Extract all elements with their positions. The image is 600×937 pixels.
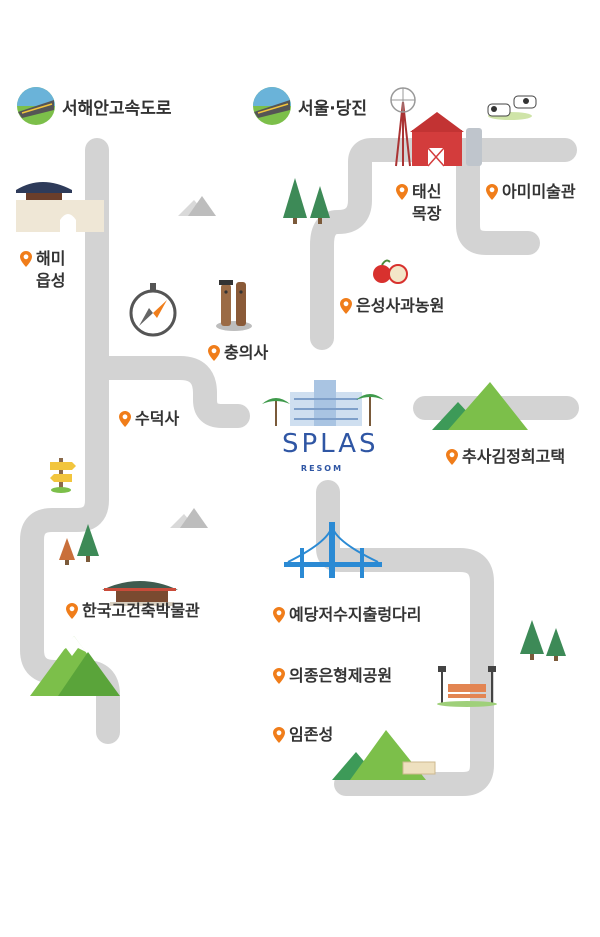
road-east-top <box>310 138 577 350</box>
bench-icon <box>437 666 497 707</box>
pin-icon <box>273 727 285 743</box>
place-label: 수덕사 <box>135 409 180 428</box>
cow-icon <box>487 95 537 120</box>
place-chusa[interactable]: 추사김정희고택 <box>446 446 565 468</box>
resort-subname: RESOM <box>300 464 344 473</box>
resort-logo[interactable]: SPLAS RESOM <box>282 429 379 473</box>
compass-icon <box>129 283 177 337</box>
place-label: 의종은형제공원 <box>289 666 393 685</box>
mountain-icon <box>30 636 120 696</box>
pin-icon <box>273 607 285 623</box>
place-amimi[interactable]: 아미미술관 <box>486 181 576 203</box>
place-label: 한국고건축박물관 <box>82 601 200 620</box>
place-label: 아미미술관 <box>502 182 576 201</box>
road-label-text: 서울·당진 <box>298 98 368 119</box>
signpost-icon <box>50 458 76 493</box>
place-museum[interactable]: 한국고건축박물관 <box>66 600 200 622</box>
place-yedang[interactable]: 예당저수지출렁다리 <box>273 604 421 626</box>
place-label: 은성사과농원 <box>356 296 445 315</box>
place-label: 추사김정희고택 <box>462 447 566 466</box>
tree-icon <box>59 524 99 565</box>
place-label: 임존성 <box>289 725 334 744</box>
rock-icon <box>178 196 216 216</box>
bridge-icon <box>284 522 382 578</box>
place-taesin[interactable]: 태신 목장 <box>396 181 441 225</box>
barn-icon <box>390 87 482 167</box>
apple-icon <box>373 259 408 284</box>
place-eunseong[interactable]: 은성사과농원 <box>340 295 444 317</box>
place-sudeok[interactable]: 수덕사 <box>119 408 179 430</box>
road-label-west: 서해안고속도로 <box>16 86 171 126</box>
pin-icon <box>486 184 498 200</box>
tree-icon <box>520 620 566 661</box>
road-south <box>316 480 494 796</box>
place-haemi[interactable]: 해미 읍성 <box>20 248 65 292</box>
pin-icon <box>208 345 220 361</box>
fortress-icon <box>16 182 104 232</box>
tree-icon <box>283 178 330 224</box>
hanok-icon <box>102 581 178 606</box>
place-label: 태신 목장 <box>412 182 442 223</box>
resort-name: SPLAS <box>282 429 379 459</box>
pin-icon <box>66 603 78 619</box>
road-label-text: 서해안고속도로 <box>62 98 172 119</box>
road-sudeok-branch <box>85 356 250 428</box>
pin-icon <box>119 411 131 427</box>
place-chungui[interactable]: 충의사 <box>208 342 268 364</box>
place-label: 예당저수지출렁다리 <box>289 605 422 624</box>
road-icon <box>17 87 55 125</box>
pin-icon <box>340 298 352 314</box>
pin-icon <box>446 449 458 465</box>
hotel-icon <box>262 380 384 426</box>
mountain-icon <box>332 730 436 780</box>
mountain-icon <box>432 382 528 430</box>
road-icon <box>253 87 291 125</box>
place-uijong[interactable]: 의종은형제공원 <box>273 665 392 687</box>
statue-icon <box>216 280 252 331</box>
place-label: 충의사 <box>224 343 269 362</box>
road-label-east: 서울·당진 <box>252 86 367 126</box>
rock-icon <box>170 508 208 528</box>
pin-icon <box>273 668 285 684</box>
pin-icon <box>396 184 408 200</box>
place-imjon[interactable]: 임존성 <box>273 724 333 746</box>
road-amimi-branch <box>456 138 540 255</box>
place-label: 해미 읍성 <box>36 249 66 290</box>
pin-icon <box>20 251 32 267</box>
